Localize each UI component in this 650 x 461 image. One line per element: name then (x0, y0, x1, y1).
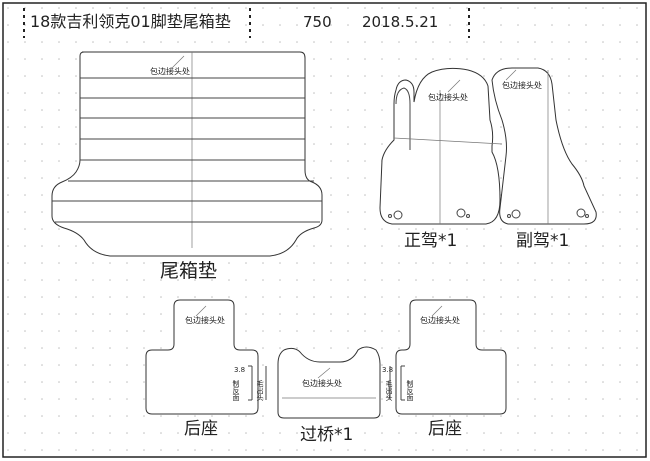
rear-left-label: 后座 (184, 419, 218, 439)
bridge-seam-pointer (317, 367, 331, 379)
rear-left-seam-pointer (195, 305, 207, 317)
rear-right-mat: 包边接头处 3.8 毛出头 制反面 后座 (382, 299, 507, 439)
passenger-clip-left-dot (507, 214, 511, 218)
bridge-mat: 包边接头处 过桥*1 (277, 346, 381, 445)
rear-right-note-size: 3.8 (382, 366, 393, 374)
rear-right-seam-label: 包边接头处 (420, 315, 460, 325)
trunk-seam-label: 包边接头处 (150, 66, 190, 76)
rear-right-label: 后座 (428, 419, 462, 439)
driver-mat: 包边接头处 正驾*1 (379, 67, 503, 251)
header-code: 750 (303, 13, 332, 31)
driver-heel-line (393, 137, 503, 145)
rear-left-note-reverse: 制反面 (232, 379, 240, 402)
rear-right-note-reverse: 制反面 (406, 379, 414, 402)
rear-left-note-fur: 毛出头 (256, 379, 264, 402)
rear-left-mat: 包边接头处 3.8 制反面 毛出头 后座 (145, 299, 264, 439)
rear-right-mat-outline (395, 299, 507, 415)
driver-pedal-cutout (395, 87, 411, 150)
rear-left-seam-label: 包边接头处 (185, 315, 225, 325)
rear-right-seam-pointer (431, 305, 443, 317)
passenger-clip-left (511, 209, 521, 219)
passenger-seam-pointer (505, 69, 517, 81)
passenger-clip-right-dot (585, 214, 589, 218)
rear-left-note-size: 3.8 (234, 366, 245, 374)
rear-left-mat-outline (145, 299, 259, 415)
driver-clip-right-dot (466, 214, 470, 218)
passenger-mat-outline (491, 67, 597, 225)
bridge-seam-label: 包边接头处 (302, 378, 342, 388)
rear-right-note-fur: 毛出头 (385, 379, 393, 402)
driver-clip-right (456, 208, 466, 218)
passenger-mat: 包边接头处 副驾*1 (491, 67, 597, 251)
header: 18款吉利领克01脚垫尾箱垫 750 2018.5.21 (23, 8, 470, 38)
trunk-label: 尾箱垫 (160, 260, 217, 282)
bridge-mat-outline (277, 346, 381, 419)
driver-seam-pointer (447, 79, 461, 93)
driver-seam-label: 包边接头处 (428, 92, 468, 102)
trunk-mat: 包边接头处 尾箱垫 (51, 51, 323, 282)
driver-clip-left (393, 210, 403, 220)
passenger-seam-label: 包边接头处 (502, 80, 542, 90)
trunk-seam-pointer (171, 55, 185, 69)
header-title: 18款吉利领克01脚垫尾箱垫 (30, 12, 231, 31)
bridge-label: 过桥*1 (300, 425, 353, 445)
passenger-clip-right (576, 208, 586, 218)
driver-clip-left-dot (388, 214, 392, 218)
trunk-mat-outline (51, 51, 323, 257)
header-date: 2018.5.21 (362, 13, 438, 31)
passenger-label: 副驾*1 (516, 231, 569, 251)
driver-label: 正驾*1 (404, 231, 457, 251)
